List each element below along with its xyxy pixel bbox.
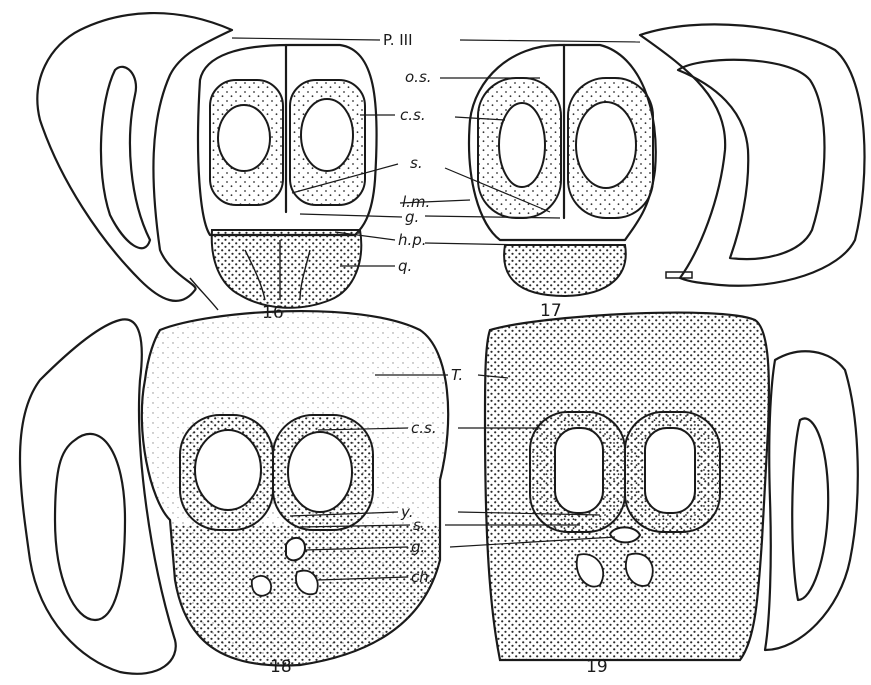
p3-left-shell-inner-18 <box>55 434 125 620</box>
figure-17: 17 <box>469 24 864 321</box>
lumen-left-17 <box>499 103 545 187</box>
leader-g17 <box>425 216 560 218</box>
label-ch: ch. <box>411 568 434 586</box>
leader-p3-left <box>232 38 380 40</box>
hypophysis-16 <box>212 230 362 308</box>
figure-18: 18 <box>20 311 448 677</box>
figure-19: 19 <box>485 313 858 677</box>
lumen-left-16 <box>218 105 270 171</box>
gut-19 <box>610 527 640 542</box>
lumen-right-16 <box>301 99 353 171</box>
lumen-left-19 <box>555 428 603 513</box>
p3-left-shell-16 <box>37 13 232 301</box>
label-q: q. <box>398 257 412 275</box>
figure-16: 16 <box>37 13 376 323</box>
p3-right-shell-19 <box>765 351 858 650</box>
label-g-16: g. <box>405 208 419 226</box>
figure-number-18: 18 <box>270 657 292 677</box>
label-hp: h.p. <box>398 231 427 249</box>
label-g-18: g. <box>411 538 425 556</box>
p3-right-shell-inner-19 <box>792 418 828 600</box>
label-os: o.s. <box>405 68 432 86</box>
lumen-right-19 <box>645 428 695 513</box>
label-cs-18: c.s. <box>411 419 437 437</box>
leader-p3-right <box>460 40 640 42</box>
label-y: y. <box>400 503 413 521</box>
lumen-right-17 <box>576 102 636 188</box>
gut-18 <box>286 538 305 561</box>
label-T: T. <box>451 366 463 384</box>
p3-left-shell-inner-16 <box>101 67 150 248</box>
lumen-left-18 <box>195 430 261 510</box>
chorda-18-a <box>252 576 271 596</box>
label-s-16: s. <box>410 154 423 172</box>
leader-g16 <box>300 214 402 217</box>
p3-right-shell-17 <box>640 24 865 285</box>
figure-number-19: 19 <box>586 657 608 677</box>
label-cs-16: c.s. <box>400 106 426 124</box>
lumen-right-18 <box>288 432 352 512</box>
hypophysis-17 <box>504 245 626 296</box>
label-s-18: s. <box>413 516 426 534</box>
p3-right-shell-inner-17 <box>678 60 825 259</box>
tail-spine-17 <box>666 272 692 278</box>
tail-spine-16 <box>190 278 218 310</box>
label-p3: P. III <box>383 31 413 49</box>
